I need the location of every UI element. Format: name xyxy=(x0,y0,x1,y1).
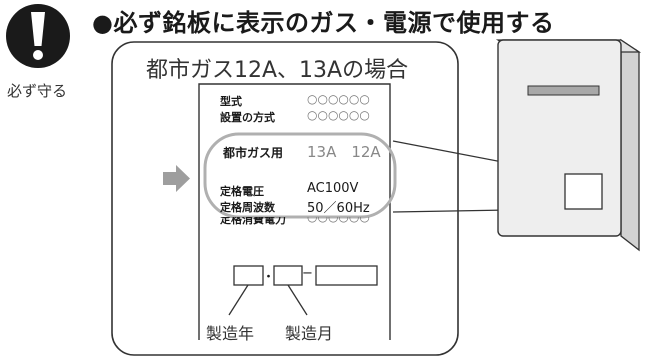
serial-month-box xyxy=(273,265,303,286)
nameplate-label-power: 定格消費電力 xyxy=(220,217,286,226)
manufacture-month-label: 製造月 xyxy=(285,324,334,343)
serial-dash: − xyxy=(302,266,313,281)
year-callout-line xyxy=(228,284,249,316)
nameplate-value-power: ○○○○○○ xyxy=(307,217,370,224)
nameplate-value-voltage: AC100V xyxy=(307,181,359,196)
nameplate-value-frequency: 50／60Hz xyxy=(307,201,370,216)
nameplate-label-model: 型式 xyxy=(220,95,242,108)
serial-year-box xyxy=(233,265,264,286)
pointer-arrow-icon xyxy=(163,165,190,192)
panel-title: 都市ガス12A、13Aの場合 xyxy=(146,58,409,83)
nameplate-label-voltage: 定格電圧 xyxy=(220,185,264,198)
water-heater-device xyxy=(495,38,642,252)
nameplate-label-gas: 都市ガス用 xyxy=(223,146,284,160)
month-callout-line xyxy=(287,284,308,316)
nameplate-label-frequency: 定格周波数 xyxy=(220,201,275,214)
heading: ●必ず銘板に表示のガス・電源で使用する xyxy=(92,9,555,37)
nameplate-value-gas: 13A 12A xyxy=(307,143,381,161)
nameplate-frame xyxy=(198,83,391,340)
highlight-band xyxy=(203,132,397,219)
nameplate-label-install: 設置の方式 xyxy=(220,111,275,124)
nameplate-partial-row: 定格消費電力 ○○○○○○ xyxy=(218,217,388,226)
diagram-panel xyxy=(111,41,459,356)
serial-number-box xyxy=(315,265,378,286)
serial-dot: ・ xyxy=(262,270,276,285)
warning-icon xyxy=(6,4,70,68)
nameplate-value-install: ○○○○○○ xyxy=(307,108,370,122)
warning-caption: 必ず守る xyxy=(7,82,68,100)
device-nameplate-location xyxy=(564,173,603,210)
nameplate-value-model: ○○○○○○ xyxy=(307,92,370,106)
manufacture-year-label: 製造年 xyxy=(206,324,255,343)
device-slot xyxy=(527,85,600,96)
